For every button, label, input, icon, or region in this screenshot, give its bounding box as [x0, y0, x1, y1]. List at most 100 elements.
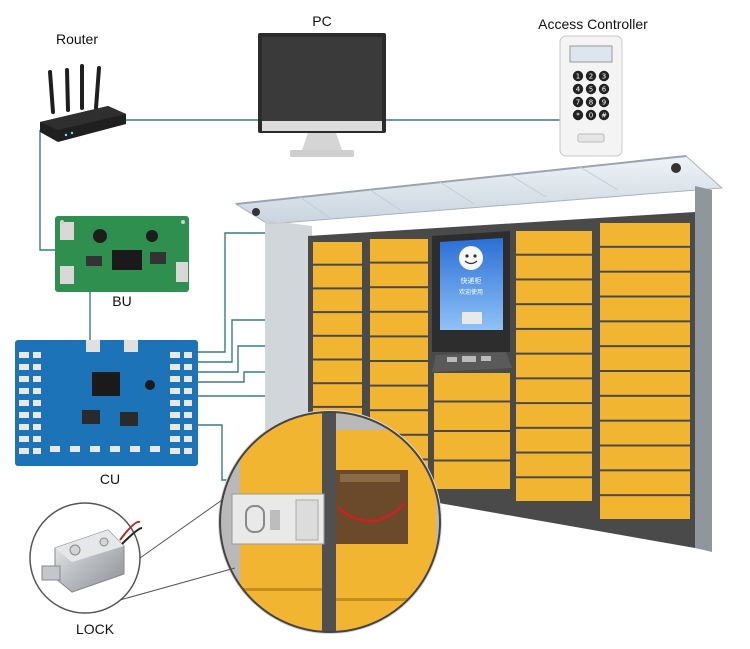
cu-connector: [33, 424, 41, 430]
cu-label: CU: [100, 471, 120, 487]
locker-door: [516, 280, 592, 304]
cu-connector: [170, 376, 180, 382]
cu-connector: [19, 364, 29, 370]
locker-door: [516, 354, 592, 378]
cu-connector: [19, 448, 29, 454]
locker-door: [600, 496, 690, 519]
keypad-key-label: 4: [576, 86, 581, 94]
cu-connector: [110, 446, 120, 452]
screen-line-2: 欢迎使用: [459, 288, 483, 296]
cu-connector: [184, 364, 192, 370]
locker-door: [434, 402, 510, 430]
keypad-key-label: 1: [576, 73, 580, 81]
cu-connector: [184, 448, 192, 454]
locker-door: [516, 379, 592, 403]
locker-door: [516, 453, 592, 477]
camera-left: [252, 208, 260, 216]
keypad-key-label: 2: [589, 73, 593, 81]
locker-door: [600, 272, 690, 296]
keypad-key-label: 8: [589, 99, 593, 107]
cu-connector: [184, 400, 192, 406]
keypad-key-label: 9: [602, 99, 606, 107]
keypad-key: [572, 83, 584, 95]
cu-connector: [130, 446, 140, 452]
bu-label: BU: [112, 293, 131, 309]
access-controller-label: Access Controller: [538, 16, 648, 32]
cu-connector: [170, 436, 180, 442]
keypad-key: [572, 109, 584, 121]
locker-door: [313, 313, 362, 335]
keypad-key: [572, 70, 584, 82]
cu-connector: [170, 424, 180, 430]
pc-label: PC: [312, 13, 331, 29]
wire-cu-locker-2: [198, 319, 265, 363]
locker-door: [313, 265, 362, 288]
cu-connector: [170, 364, 180, 370]
cu-connector: [170, 412, 180, 418]
cu-board: [15, 340, 198, 466]
cu-connector: [184, 376, 192, 382]
keypad-key: [585, 109, 597, 121]
keypad-key-label: #: [601, 112, 607, 120]
locker-door: [600, 396, 690, 420]
cu-connector: [19, 412, 29, 418]
locker-door: [516, 255, 592, 279]
keypad-key: [585, 83, 597, 95]
locker-door: [370, 288, 428, 311]
cu-connector: [90, 446, 100, 452]
roof-canopy: [234, 155, 724, 225]
locker-door: [434, 432, 510, 460]
locker-doors: [313, 223, 690, 519]
keypad-key-label: *: [576, 112, 580, 120]
locker-door: [313, 384, 362, 406]
wire-cu-locker-1: [198, 232, 265, 353]
screen-line-1: 快递柜: [461, 276, 482, 285]
router-label: Router: [56, 31, 98, 47]
cu-connector: [184, 412, 192, 418]
locker-door: [313, 242, 362, 264]
keypad-key-label: 7: [576, 99, 580, 107]
cu-connectors: [19, 352, 192, 454]
router-device: [40, 64, 126, 142]
cu-connector: [170, 388, 180, 394]
cu-connector: [184, 424, 192, 430]
bu-board: [55, 216, 189, 292]
locker-door: [600, 347, 690, 370]
locker-door: [600, 247, 690, 271]
cu-connector: [33, 376, 41, 382]
cu-connector: [184, 352, 192, 358]
cu-connector: [19, 376, 29, 382]
locker-door: [313, 289, 362, 312]
cu-connector: [70, 446, 80, 452]
keypad-key: [598, 109, 610, 121]
cu-connector: [33, 412, 41, 418]
lock-device-view: [29, 499, 236, 614]
keypad-key-label: 3: [602, 73, 606, 81]
locker-door: [516, 404, 592, 427]
locker-door: [516, 478, 592, 501]
locker-door: [600, 446, 690, 470]
keypad-key: [598, 96, 610, 108]
cu-connector: [19, 424, 29, 430]
keypad-key: [598, 83, 610, 95]
locker-door: [600, 322, 690, 346]
locker-door: [313, 336, 362, 359]
cu-connector: [170, 400, 180, 406]
locker-door: [516, 428, 592, 452]
cu-connector: [184, 388, 192, 394]
locker-door: [313, 360, 362, 383]
cu-connector: [33, 364, 41, 370]
cu-connector: [33, 388, 41, 394]
cu-connector: [33, 436, 41, 442]
locker-door: [434, 461, 510, 489]
keypad-key-label: 6: [602, 86, 607, 94]
cu-connector: [19, 400, 29, 406]
cu-connector: [19, 436, 29, 442]
keypad-key: [585, 70, 597, 82]
cu-connector: [33, 448, 41, 454]
pc-monitor: [258, 33, 386, 157]
locker-door: [434, 373, 510, 401]
wire-router-bu: [39, 130, 58, 251]
locker-door: [516, 231, 592, 254]
